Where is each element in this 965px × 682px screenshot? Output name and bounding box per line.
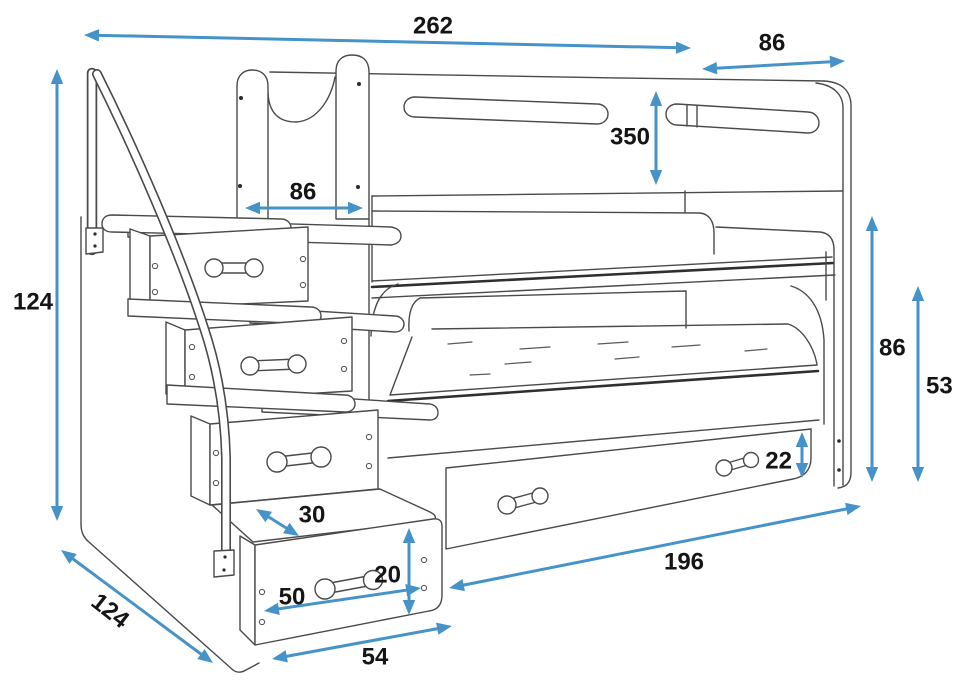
dimension-annotations: 262 86 350 86 124 124 30 20 50 54 196 22 86 53 [13, 13, 953, 671]
dimension-arrowhead-overall-height [50, 506, 64, 521]
dimension-arrowhead-step-drawer-width [405, 584, 421, 597]
dimension-arrowhead-step-height [402, 600, 416, 615]
step-box-1-side [129, 228, 151, 309]
headboard-notch-curve [267, 76, 336, 123]
mattress-tuft-dashes [447, 341, 768, 376]
upper-shelf-thick-edge [370, 261, 835, 289]
step-box-4-handle [314, 569, 384, 600]
dimension-arrowhead-headboard-width-top [829, 55, 845, 69]
dimension-arrowhead-overall-height [50, 69, 64, 84]
handrail-post-foot [85, 227, 104, 255]
dimension-arrowhead-bottom-step-width [272, 650, 288, 663]
dimension-arrow-step-drawer-width [272, 587, 413, 612]
foot-board-top-edge [715, 226, 835, 251]
guard-rail-slot-right [665, 103, 820, 134]
dimension-arrowhead-ladder-top-width [348, 201, 363, 215]
dimension-arrowhead-bed-drawer-height [795, 463, 809, 478]
dimension-label-bed-drawer-length: 196 [664, 549, 704, 576]
head-post-outer [236, 69, 269, 220]
step-box-2-front [184, 316, 353, 402]
dimension-label-underbed-clearance: 86 [879, 335, 906, 362]
dimension-label-headboard-width-top: 86 [759, 30, 786, 57]
dimension-label-lower-bunk-height: 53 [926, 373, 953, 400]
right-panel-inner-edge [815, 82, 844, 486]
step-box-3-side [190, 415, 211, 506]
staircase-line-art [80, 214, 443, 673]
dimension-arrowhead-step-depth [256, 509, 273, 523]
dimension-arrowhead-headboard-width-top [702, 61, 718, 75]
bed-drawer-front [445, 428, 812, 550]
dimension-label-bottom-step-width: 54 [362, 644, 389, 671]
step-box-2-handle [240, 354, 307, 376]
dimension-arrowhead-bed-drawer-height [795, 432, 809, 447]
handrail-line-art [85, 67, 235, 578]
right-panel-outer-edge [823, 80, 852, 489]
guard-rail-bottom-edge [371, 190, 844, 197]
dimension-arrowhead-lower-bunk-height [911, 286, 925, 301]
lower-mattress-front-edge [389, 336, 818, 396]
dimension-arrowhead-step-depth [282, 522, 299, 536]
dimension-arrowhead-guard-rail-height [649, 170, 663, 185]
dimension-arrowhead-overall-depth [61, 550, 77, 564]
step-box-3-handle [266, 446, 332, 473]
bed-line-art [236, 54, 852, 550]
dimension-arrowhead-bed-drawer-length [845, 502, 861, 516]
upper-mattress-edge [371, 210, 715, 255]
dimension-arrowhead-step-height [402, 528, 416, 543]
dimension-arrow-overall-depth [67, 554, 207, 659]
dimension-label-step-height: 20 [374, 562, 401, 589]
lower-rail-bottom-edge [387, 419, 820, 459]
dimension-arrowhead-overall-length [675, 41, 691, 54]
handrail-foot [213, 549, 235, 578]
handrail-curve-core [93, 70, 230, 555]
dimension-label-step-drawer-width: 50 [279, 584, 306, 611]
lower-mattress-thick-edge [386, 369, 820, 403]
step-box-1-handle [204, 258, 264, 278]
dimension-arrowhead-guard-rail-height [649, 91, 663, 106]
upper-shelf-bottom-edge [371, 274, 836, 299]
dimension-label-bed-drawer-height: 22 [765, 448, 792, 475]
foot-panel-edges [825, 249, 835, 487]
lower-mattress-back-edge [431, 323, 818, 365]
dimension-arrowhead-overall-length [84, 29, 100, 42]
dimension-label-ladder-top-width: 86 [290, 179, 317, 206]
slot-divider-lines [686, 104, 698, 128]
dimension-arrow-bottom-step-width [280, 626, 444, 659]
foot-panel-lower-curve [790, 285, 825, 425]
guard-rail-slot-left [403, 96, 609, 125]
tread-2-front-bar [127, 298, 322, 325]
upper-shelf-front-edge [371, 256, 833, 282]
dimension-arrowhead-step-drawer-width [264, 602, 280, 615]
bed-drawer-handle-right [715, 451, 760, 477]
dimension-label-guard-rail-height: 350 [610, 124, 650, 151]
dimension-arrowhead-bottom-step-width [436, 622, 452, 635]
dimension-arrowhead-underbed-clearance [865, 467, 879, 482]
dimension-label-overall-depth: 124 [86, 588, 135, 634]
dimension-arrowhead-ladder-top-width [245, 201, 260, 215]
dimension-arrowhead-overall-depth [197, 649, 213, 663]
bed-drawer-handle-left [497, 487, 549, 515]
step-box-4-side [239, 535, 256, 646]
head-post-inner [335, 54, 370, 220]
dimension-label-overall-length: 262 [413, 13, 453, 40]
dimension-arrow-overall-length [92, 33, 683, 50]
dimension-arrow-headboard-width-top [710, 60, 837, 70]
dimension-arrow-bed-drawer-length [457, 506, 853, 588]
dimension-arrowhead-lower-bunk-height [911, 467, 925, 482]
backrest-left-cap [408, 297, 421, 332]
dimension-arrowhead-underbed-clearance [865, 216, 879, 231]
stairs-side-wall [80, 216, 260, 673]
dimension-label-overall-height: 124 [13, 289, 54, 316]
backrest-top-edge [419, 290, 687, 329]
dimension-arrowhead-bed-drawer-length [449, 578, 465, 592]
dimension-label-step-depth: 30 [299, 502, 326, 529]
tread-3-front-bar [166, 384, 356, 413]
